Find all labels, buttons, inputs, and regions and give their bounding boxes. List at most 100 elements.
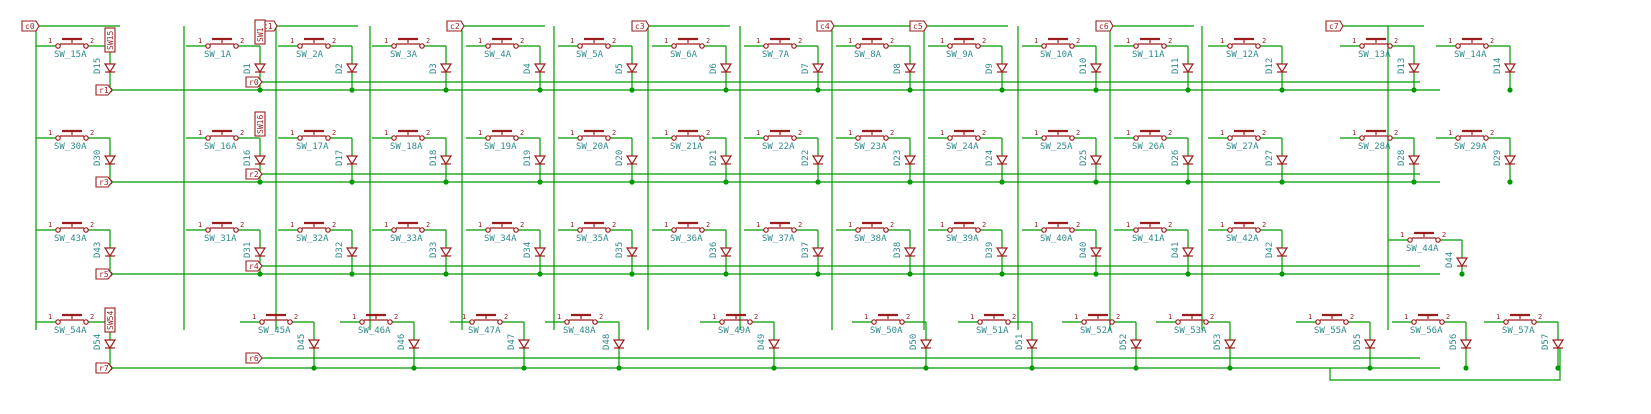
junction-dot xyxy=(443,179,449,185)
switch-pin-1 xyxy=(1227,227,1233,233)
diode-d27: D27 xyxy=(1265,150,1289,166)
diode-reference: D39 xyxy=(985,242,995,258)
bottom-return xyxy=(1329,348,1561,381)
diode-reference: D30 xyxy=(93,150,103,166)
switch-pin-2 xyxy=(1161,227,1167,233)
diode-reference: D13 xyxy=(1397,58,1407,74)
junction-dot xyxy=(1185,179,1191,185)
diode-body xyxy=(1181,247,1195,258)
switch-reference: SW_14A xyxy=(1454,50,1487,60)
switch-pin-1-label: 1 xyxy=(290,37,294,45)
switch-pin-2-label: 2 xyxy=(1538,313,1542,321)
switch-pin-2-label: 2 xyxy=(294,313,298,321)
switch-pin-1 xyxy=(1133,43,1139,49)
diode-body xyxy=(103,339,117,350)
junction-dot xyxy=(1411,179,1417,185)
switch-pin-2-label: 2 xyxy=(890,129,894,137)
switch-pin-1-label: 1 xyxy=(756,37,760,45)
diode-body xyxy=(1181,155,1195,166)
switch-pin-2-label: 2 xyxy=(706,221,710,229)
switch-pin-1 xyxy=(1041,43,1047,49)
diode-body xyxy=(253,155,267,166)
diode-body xyxy=(1223,339,1237,350)
switch-pin-2 xyxy=(1109,319,1115,325)
switch-pin-1 xyxy=(947,135,953,141)
diode-reference: D25 xyxy=(1079,150,1089,166)
diode-d34: D34 xyxy=(523,242,547,258)
switch-pin-2 xyxy=(497,319,503,325)
diode-d13: D13 xyxy=(1397,58,1421,74)
switch-pin-2-label: 2 xyxy=(332,129,336,137)
diode-body xyxy=(1455,257,1469,268)
diode-reference: D49 xyxy=(757,334,767,350)
switch-reference: SW_53A xyxy=(1174,326,1207,336)
column-label-c7: c7 xyxy=(1325,20,1344,32)
switch-pin-2 xyxy=(883,135,889,141)
switch-pin-1 xyxy=(391,135,397,141)
switch-reference: SW_47A xyxy=(468,326,501,336)
side-tag-box xyxy=(104,307,116,333)
switch-pin-1-label: 1 xyxy=(384,129,388,137)
switch-reference: SW_11A xyxy=(1132,50,1165,60)
diode-body xyxy=(995,63,1009,74)
diode-reference: D53 xyxy=(1213,334,1223,350)
junction-dot xyxy=(723,87,729,93)
diode-body xyxy=(1089,247,1103,258)
diode-reference: D10 xyxy=(1079,58,1089,74)
diode-body xyxy=(811,247,825,258)
switch-pin-2-label: 2 xyxy=(1012,313,1016,321)
diode-d31: D31 xyxy=(243,242,267,258)
switch-pin-1-label: 1 xyxy=(1034,37,1038,45)
switch-pin-2-label: 2 xyxy=(798,37,802,45)
column-label-text: c5 xyxy=(913,22,923,31)
diode-reference: D57 xyxy=(1541,334,1551,350)
switch-pin-2 xyxy=(1161,43,1167,49)
switch-pin-2 xyxy=(791,227,797,233)
junction-dot xyxy=(257,271,263,277)
diode-body xyxy=(439,155,453,166)
junction-dot xyxy=(1133,365,1139,371)
diode-reference: D34 xyxy=(523,242,533,258)
side-tag: SW54 xyxy=(104,307,116,333)
switch-pin-2-label: 2 xyxy=(520,221,524,229)
switch-pin-1 xyxy=(1455,43,1461,49)
side-tag-text: SW15 xyxy=(106,31,115,50)
switch-pin-1-label: 1 xyxy=(1126,37,1130,45)
switch-pin-2 xyxy=(699,43,705,49)
switch-pin-2-label: 2 xyxy=(706,37,710,45)
switch-reference: SW_38A xyxy=(854,234,887,244)
diode-body xyxy=(103,155,117,166)
switch-pin-1 xyxy=(855,43,861,49)
row-label-box xyxy=(95,176,113,188)
diode-reference: D6 xyxy=(709,63,719,74)
switch-pin-2 xyxy=(419,43,425,49)
side-tag-text: SW1 xyxy=(256,27,265,42)
junction-dot xyxy=(1463,365,1469,371)
junction-dot xyxy=(616,365,622,371)
row-label-r2: r2 xyxy=(245,168,263,180)
junction-dot xyxy=(349,271,355,277)
diode-reference: D14 xyxy=(1493,58,1503,74)
junction-dot xyxy=(907,179,913,185)
diode-body xyxy=(439,63,453,74)
diode-d39: D39 xyxy=(985,242,1009,258)
diode-d53: D53 xyxy=(1213,334,1237,350)
row-label-r7: r7 xyxy=(95,362,113,374)
switch-pin-2 xyxy=(592,319,598,325)
diode-d9: D9 xyxy=(985,63,1009,74)
diode-d3: D3 xyxy=(429,63,453,74)
switch-pin-2 xyxy=(513,43,519,49)
switch-pin-2 xyxy=(419,135,425,141)
switch-reference: SW_54A xyxy=(54,326,87,336)
diode-d29: D29 xyxy=(1493,150,1517,166)
switch-pin-1-label: 1 xyxy=(1126,221,1130,229)
diode-reference: D29 xyxy=(1493,150,1503,166)
row-label-box xyxy=(245,260,263,272)
